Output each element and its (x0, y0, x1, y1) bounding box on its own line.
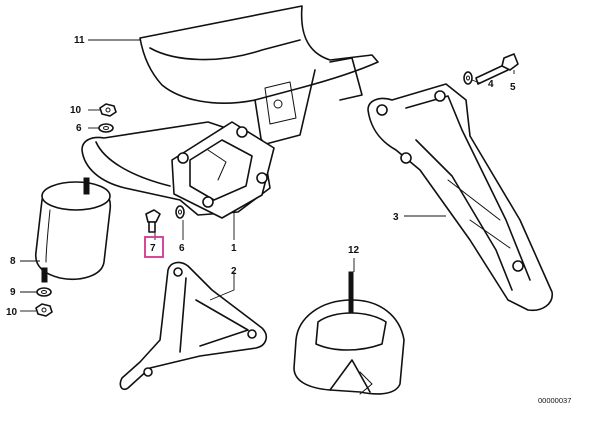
callout-7: 7 (150, 243, 156, 254)
part-1-engine-bracket (81, 121, 275, 219)
callout-1: 1 (231, 243, 237, 254)
hardware-nut-10-top (99, 103, 117, 117)
hardware-washer-6-mid (175, 205, 185, 219)
part-8-rubber-mount (35, 177, 112, 283)
callout-2: 2 (231, 266, 237, 277)
hardware-bolt-7 (145, 209, 161, 233)
hardware-washer-6-top (98, 123, 114, 133)
callout-6-mid: 6 (179, 243, 185, 254)
callout-4: 4 (488, 79, 494, 90)
callout-7-highlight-box (144, 236, 164, 258)
part-12-upper-mount (293, 271, 405, 395)
part-11-heat-shield (139, 5, 379, 146)
callout-5: 5 (510, 82, 516, 93)
callout-11: 11 (74, 35, 85, 46)
callout-3: 3 (393, 212, 399, 223)
callout-6-top: 6 (76, 123, 82, 134)
callout-labels: 11 10 6 8 9 10 7 6 1 2 3 4 5 12 00000037 (6, 35, 571, 405)
hardware-washer-9 (36, 287, 52, 297)
callout-8: 8 (10, 256, 16, 267)
drawing-code: 00000037 (538, 396, 571, 405)
leader-lines (20, 39, 515, 312)
hardware-washer-4 (463, 71, 473, 85)
callout-10-top: 10 (70, 105, 82, 116)
callout-10-bottom: 10 (6, 307, 18, 318)
hardware-bolt-5 (475, 53, 519, 85)
callout-12: 12 (348, 245, 360, 256)
part-2-lower-bracket (119, 261, 268, 391)
hardware-nut-10-bottom (35, 303, 53, 317)
part-3-support-arm (367, 83, 553, 312)
callout-9: 9 (10, 287, 16, 298)
